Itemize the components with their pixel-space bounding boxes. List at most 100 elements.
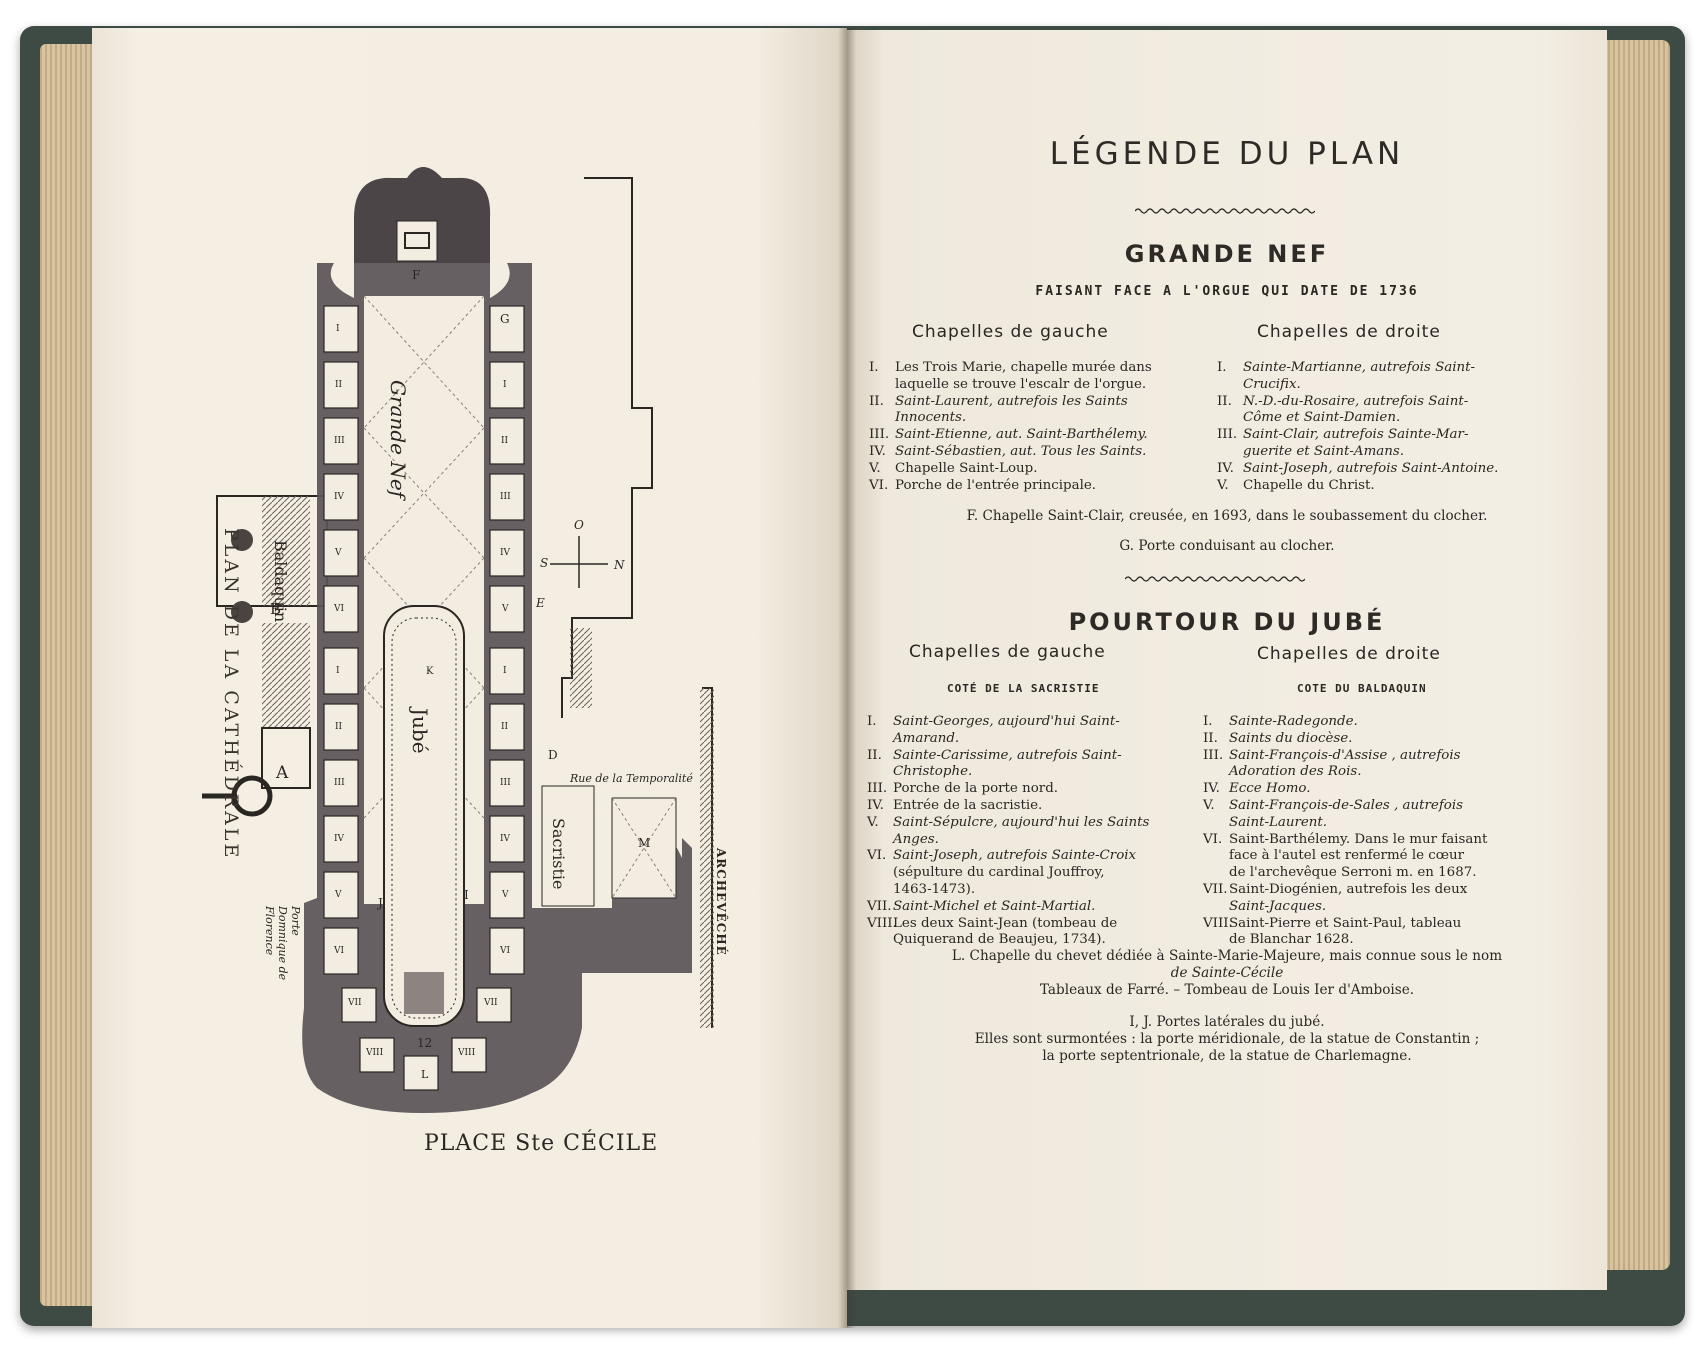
list-item: V.Chapelle du Christ. [1217, 477, 1375, 493]
jube-left-numeral: VII [348, 998, 362, 1008]
label-m: M [638, 836, 651, 850]
list-item: III.Saint-Clair, autrefois Sainte-Mar- [1217, 427, 1469, 443]
list-item: VIII.Les deux Saint-Jean (tombeau de [867, 915, 1118, 931]
nave-left-numeral: IV [334, 492, 345, 502]
nave-right-numeral: III [500, 492, 511, 502]
jube-right-numeral: VIII [458, 1048, 476, 1058]
label-l: L [421, 1068, 429, 1081]
page-edges-right [1600, 40, 1670, 1270]
compass-o: O [574, 518, 584, 532]
label-i: I [464, 888, 469, 902]
list-item-cont: de l'archevêque Serroni m. en 1687. [1229, 865, 1477, 881]
list-item-cont: laquelle se trouve l'escalr de l'orgue. [895, 376, 1147, 392]
list-item: II.Sainte-Carissime, autrefois Saint- [867, 747, 1122, 763]
nef-g-line: G. Porte conduisant au clocher. [1119, 538, 1335, 554]
jube-right-numeral: V [502, 890, 509, 900]
cathedral-plan [202, 167, 714, 1113]
nave-right-numeral: I [503, 380, 507, 390]
list-item-cont: Innocents. [895, 410, 967, 426]
list-item-cont: Crucifix. [1243, 376, 1301, 392]
label-b: B [270, 600, 282, 618]
label-grande-nef: Grande Nef [386, 380, 410, 499]
label-f: F [412, 268, 421, 282]
jube-left-numeral: II [335, 722, 343, 732]
list-item: III.Saint-François-d'Assise , autrefois [1203, 747, 1461, 763]
label-twelve: 12 [417, 1036, 433, 1050]
list-item-cont: face à l'autel est renfermé le cœur [1229, 848, 1465, 864]
list-item-cont: 1463-1473). [893, 881, 976, 897]
list-item: I.Les Trois Marie, chapelle murée dans [869, 360, 1152, 375]
list-item-cont: guerite et Saint-Amans. [1243, 443, 1405, 459]
list-item: VI.Saint-Barthélemy. Dans le mur faisant [1203, 831, 1488, 847]
list-item-cont: Christophe. [893, 764, 973, 780]
legend-title: LÉGENDE DU PLAN [1049, 136, 1405, 172]
list-item-cont: Amarand. [893, 730, 960, 746]
compass-e: E [536, 596, 545, 610]
label-g: G [500, 312, 510, 326]
pourtour-l-line-2: de Sainte-Cécile [1170, 965, 1284, 981]
plan-footer: PLACE Ste CÉCILE [424, 1131, 659, 1156]
list-item: IV.Entrée de la sacristie. [867, 797, 1043, 813]
section-subtitle-grande-nef: FAISANT FACE A L'ORGUE QUI DATE DE 1736 [1035, 284, 1419, 299]
label-rue: Rue de la Temporalité [570, 772, 693, 785]
ornament-wave [1125, 576, 1305, 582]
section-title-grande-nef: GRANDE NEF [1124, 240, 1330, 268]
list-item: V.Chapelle Saint-Loup. [869, 460, 1038, 476]
pourtour-ij-line-2: Elles sont surmontées : la porte méridio… [974, 1031, 1480, 1047]
list-item: V.Saint-François-de-Sales , autrefois [1203, 797, 1464, 813]
compass-s: S [540, 556, 549, 570]
label-k: K [426, 666, 434, 677]
jube-left-numeral: V [335, 890, 342, 900]
left-page: PLAN DE LA CATHÉDRALE Grande Nef Jubé Ba… [92, 28, 847, 1328]
column-head-left: Chapelles de gauche [912, 322, 1109, 342]
jube-left-numeral: I [336, 666, 340, 676]
column-sub-right: COTE DU BALDAQUIN [1297, 682, 1427, 695]
list-item: II.N.-D.-du-Rosaire, autrefois Saint- [1217, 393, 1469, 409]
list-item: I.Sainte-Martianne, autrefois Saint- [1217, 360, 1476, 375]
jube-left-numeral: VIII [366, 1048, 384, 1058]
label-a: A [276, 763, 289, 783]
list-item: I.Saint-Georges, aujourd'hui Saint- [867, 714, 1120, 729]
list-item-cont: (sépulture du cardinal Jouffroy, [893, 865, 1105, 881]
list-item: IV.Saint-Sébastien, aut. Tous les Saints… [869, 443, 1147, 459]
pourtour-ij-line-1: I, J. Portes latérales du jubé. [1129, 1014, 1325, 1030]
pourtour-l-line-1: L. Chapelle du chevet dédiée à Sainte-Ma… [951, 948, 1503, 964]
jube-right-numeral: VI [500, 946, 511, 956]
nave-right-numeral: IV [500, 548, 511, 558]
label-d: D [548, 748, 558, 762]
nave-left-numeral: V [335, 548, 342, 558]
column-head-left: Chapelles de gauche [909, 642, 1106, 662]
jube-right-numeral: I [503, 666, 507, 676]
label-sacristie: Sacristie [549, 818, 568, 890]
legend: LÉGENDE DU PLAN GRANDE NEF FAISANT FACE … [847, 30, 1607, 1290]
nave-left-numeral: II [335, 380, 343, 390]
nef-f-line: F. Chapelle Saint-Clair, creusée, en 169… [966, 508, 1488, 524]
pourtour-ij-line-3: la porte septentrionale, de la statue de… [1042, 1048, 1412, 1064]
pourtour-left-list: I.Saint-Georges, aujourd'hui Saint- Amar… [867, 714, 1179, 949]
column-head-right: Chapelles de droite [1257, 322, 1441, 342]
list-item: II.Saints du diocèse. [1203, 730, 1353, 746]
label-j: J [378, 896, 383, 910]
list-item-cont: Saint-Jacques. [1229, 898, 1327, 914]
list-item: II.Saint-Laurent, autrefois les Saints [869, 393, 1128, 409]
nef-right-list: I.Sainte-Martianne, autrefois Saint- Cru… [1217, 360, 1527, 494]
list-item: IV.Saint-Joseph, autrefois Saint-Antoine… [1217, 460, 1499, 476]
jube-right-numeral: III [500, 778, 511, 788]
list-item-cont: Adoration des Rois. [1229, 764, 1362, 780]
label-jube: Jubé [408, 708, 432, 754]
jube-right-numeral: VII [484, 998, 498, 1008]
section-title-pourtour: POURTOUR DU JUBÉ [1068, 608, 1386, 636]
nave-right-numeral: II [501, 436, 509, 446]
list-item-cont: Anges. [893, 831, 939, 847]
column-head-right: Chapelles de droite [1257, 644, 1441, 664]
nave-left-numeral: III [334, 436, 345, 446]
nave-left-numeral: I [336, 324, 340, 334]
plan-vertical-title: PLAN DE LA CATHÉDRALE [220, 528, 242, 861]
column-sub-left: COTÉ DE LA SACRISTIE [947, 682, 1100, 695]
pourtour-l-line-3: Tableaux de Farré. – Tombeau de Louis Ie… [1039, 982, 1415, 998]
list-item: VII.Saint-Diogénien, autrefois les deux [1203, 881, 1468, 897]
jube-left-numeral: IV [334, 834, 345, 844]
book-gutter [838, 28, 856, 1328]
list-item: I.Sainte-Radegonde. [1203, 714, 1358, 729]
list-item-cont: Quiquerand de Beaujeu, 1734). [893, 932, 1106, 948]
